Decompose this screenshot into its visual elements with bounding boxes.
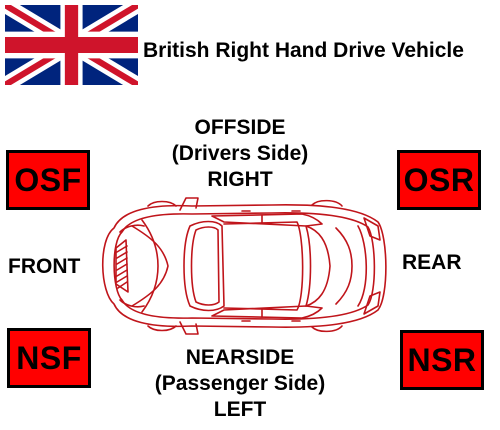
nearside-line-1: NEARSIDE — [185, 346, 295, 369]
offside-label: OFFSIDE (Drivers Side) RIGHT — [150, 115, 330, 193]
front-label: FRONT — [8, 255, 81, 278]
page-title: British Right Hand Drive Vehicle — [143, 39, 464, 62]
osr-box: OSR — [397, 150, 481, 210]
car-top-view-icon — [101, 197, 387, 335]
offside-line-1: OFFSIDE — [194, 116, 286, 139]
nsr-box: NSR — [400, 330, 484, 390]
nearside-label: NEARSIDE (Passenger Side) LEFT — [140, 345, 340, 423]
nsf-box: NSF — [7, 328, 91, 388]
nearside-line-3: LEFT — [213, 398, 267, 421]
offside-line-3: RIGHT — [207, 168, 273, 191]
osf-box: OSF — [6, 150, 90, 210]
rear-label: REAR — [402, 251, 462, 274]
offside-line-2: (Drivers Side) — [171, 142, 309, 165]
union-jack-flag-icon — [5, 5, 138, 85]
nearside-line-2: (Passenger Side) — [154, 372, 326, 395]
